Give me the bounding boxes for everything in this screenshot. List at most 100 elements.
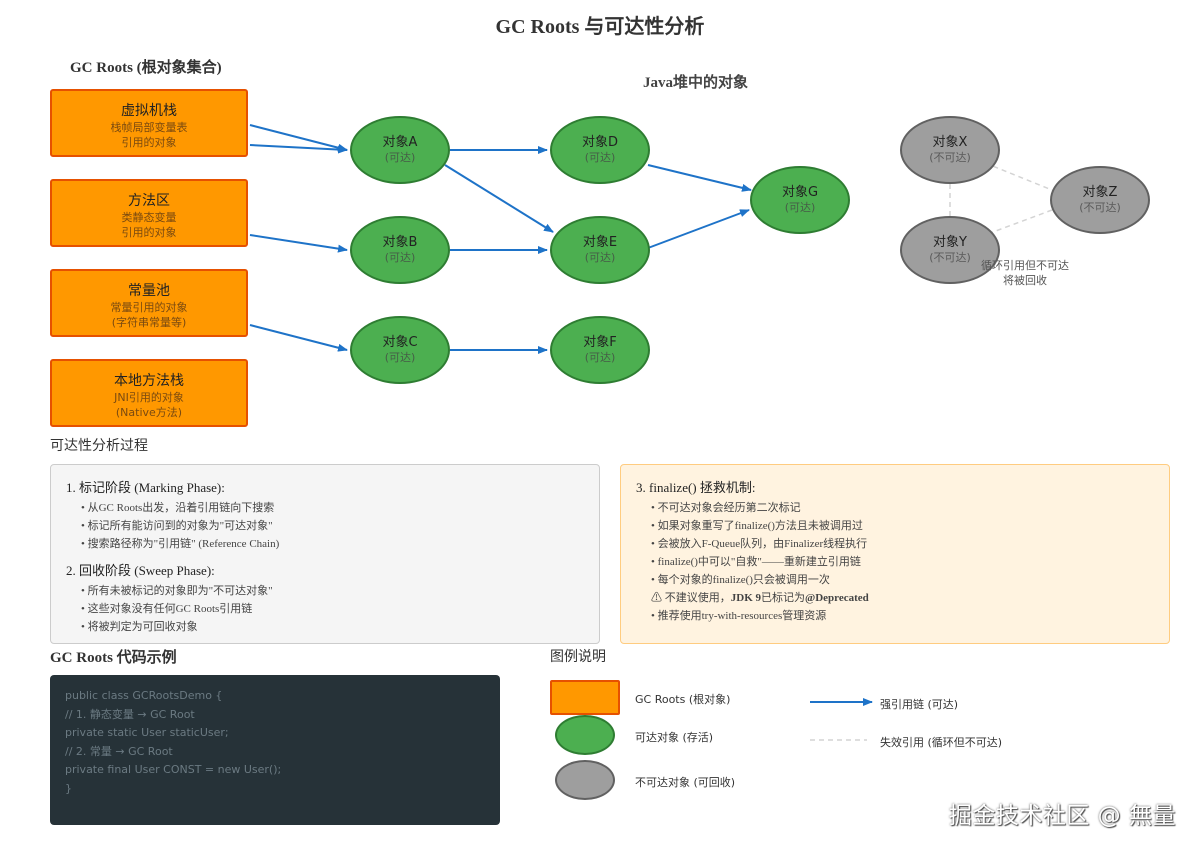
finalize-bullet: • 如果对象重写了finalize()方法且未被调用过 xyxy=(651,520,863,532)
warning-prefix: ⚠ 不建议使用， xyxy=(651,592,731,604)
invalid-edge-x-z xyxy=(984,162,1053,191)
root-subtitle: (字符串常量等) xyxy=(111,316,187,329)
object-state: (可达) xyxy=(584,251,616,264)
finalize-bullet: • 每个对象的finalize()只会被调用一次 xyxy=(651,574,830,586)
object-state: (可达) xyxy=(584,351,616,364)
sweep-bullet: • 这些对象没有任何GC Roots引用链 xyxy=(81,603,253,615)
root-title: 常量池 xyxy=(128,283,170,299)
code-line: public class GCRootsDemo { xyxy=(65,689,223,702)
object-a: 对象A (可达) xyxy=(350,116,450,184)
object-c: 对象C (可达) xyxy=(350,316,450,384)
marking-bullet: • 搜索路径称为"引用链" (Reference Chain) xyxy=(81,538,280,550)
object-name: 对象Z xyxy=(1082,185,1118,200)
object-name: 对象A xyxy=(382,135,418,150)
object-name: 对象C xyxy=(382,335,418,350)
root-constant-pool: 常量池 常量引用的对象 (字符串常量等) xyxy=(50,269,248,337)
marking-bullet: • 标记所有能访问到的对象为"可达对象" xyxy=(81,520,273,532)
edge-a-to-e xyxy=(444,164,554,233)
code-line: private static User staticUser; xyxy=(65,726,229,739)
object-name: 对象E xyxy=(582,235,618,250)
code-line: private final User CONST = new User(); xyxy=(65,763,282,776)
object-b: 对象B (可达) xyxy=(350,216,450,284)
code-section-title: GC Roots 代码示例 xyxy=(50,650,177,666)
legend-reachable-label: 可达对象 (存活) xyxy=(635,731,714,744)
legend-invalid-label: 失效引用 (循环但不可达) xyxy=(880,736,1003,749)
warning-jdk: JDK 9 xyxy=(730,592,761,604)
object-d: 对象D (可达) xyxy=(550,116,650,184)
code-line: } xyxy=(65,781,72,795)
watermark: 掘金技术社区 @ 無量 xyxy=(948,803,1176,829)
object-e: 对象E (可达) xyxy=(550,216,650,284)
process-section-title: 可达性分析过程 xyxy=(50,438,148,454)
object-name: 对象Y xyxy=(933,235,967,250)
edge-const-to-c xyxy=(249,324,348,352)
legend-reachable-swatch xyxy=(555,715,615,755)
legend-line-swatches xyxy=(810,698,873,741)
legend-section-title: 图例说明 xyxy=(550,649,606,665)
finalize-bullet: • 不可达对象会经历第二次标记 xyxy=(651,502,801,514)
object-state: (不可达) xyxy=(929,251,971,264)
marking-heading: 1. 标记阶段 (Marking Phase): xyxy=(66,480,225,495)
legend-unreachable-swatch xyxy=(555,760,615,800)
finalize-panel: 3. finalize() 拯救机制: • 不可达对象会经历第二次标记 • 如果… xyxy=(620,464,1170,644)
object-x: 对象X (不可达) xyxy=(900,116,1000,184)
edge-stack-to-a xyxy=(249,124,348,152)
code-line: // 1. 静态变量 → GC Root xyxy=(65,707,195,721)
edge-stack-to-a-2 xyxy=(249,144,348,154)
code-line: // 2. 常量 → GC Root xyxy=(65,744,173,758)
object-f: 对象F (可达) xyxy=(550,316,650,384)
cycle-note-line: 循环引用但不可达 xyxy=(981,259,1069,272)
object-state: (可达) xyxy=(384,351,416,364)
sweep-bullet: • 所有未被标记的对象即为"不可达对象" xyxy=(81,585,273,597)
sweep-heading: 2. 回收阶段 (Sweep Phase): xyxy=(66,563,215,578)
finalize-bullet: • 推荐使用try-with-resources管理资源 xyxy=(651,610,827,622)
legend-root-label: GC Roots (根对象) xyxy=(635,693,731,706)
edge-method-to-b xyxy=(249,234,348,253)
warning-deprecated: @Deprecated xyxy=(805,592,869,604)
deprecation-warning: ⚠ 不建议使用，JDK 9已标记为@Deprecated xyxy=(636,589,1169,607)
finalize-bullet: • 会被放入F-Queue队列，由Finalizer线程执行 xyxy=(651,538,868,550)
root-subtitle: 常量引用的对象 xyxy=(110,301,188,314)
object-state: (可达) xyxy=(584,151,616,164)
object-name: 对象D xyxy=(581,135,618,150)
root-vm-stack: 虚拟机栈 栈帧局部变量表 引用的对象 xyxy=(50,89,248,157)
object-state: (可达) xyxy=(384,251,416,264)
object-name: 对象G xyxy=(781,185,819,200)
object-state: (可达) xyxy=(384,151,416,164)
object-z: 对象Z (不可达) xyxy=(1050,166,1150,234)
object-state: (不可达) xyxy=(1079,201,1121,214)
marking-sweep-panel: 1. 标记阶段 (Marking Phase): • 从GC Roots出发，沿… xyxy=(50,464,600,644)
legend-unreachable-label: 不可达对象 (可回收) xyxy=(635,776,736,789)
finalize-heading: 3. finalize() 拯救机制: xyxy=(636,480,756,495)
object-g: 对象G (可达) xyxy=(750,166,850,234)
root-subtitle: 栈帧局部变量表 xyxy=(110,121,188,134)
root-method-area: 方法区 类静态变量 引用的对象 xyxy=(50,179,248,247)
object-state: (不可达) xyxy=(929,151,971,164)
legend-root-swatch xyxy=(550,680,620,715)
warning-mid: 已标记为 xyxy=(761,592,805,604)
root-title: 方法区 xyxy=(128,193,170,209)
root-title: 本地方法栈 xyxy=(114,373,184,389)
root-subtitle: 类静态变量 xyxy=(121,211,177,224)
sweep-bullet: • 将被判定为可回收对象 xyxy=(81,621,198,633)
root-subtitle: 引用的对象 xyxy=(121,136,177,149)
cycle-note-line: 将被回收 xyxy=(1003,274,1047,287)
roots-section-title: GC Roots (根对象集合) xyxy=(70,60,222,76)
root-subtitle: 引用的对象 xyxy=(121,226,177,239)
object-name: 对象B xyxy=(382,235,418,250)
object-name: 对象X xyxy=(932,135,968,150)
invalid-edge-z-y xyxy=(984,209,1053,236)
code-block: public class GCRootsDemo { // 1. 静态变量 → … xyxy=(50,675,500,825)
edge-e-to-g xyxy=(647,209,750,249)
edge-d-to-g xyxy=(647,164,752,192)
legend-strong-label: 强引用链 (可达) xyxy=(880,698,959,711)
root-subtitle: JNI引用的对象 xyxy=(114,391,184,404)
object-state: (可达) xyxy=(784,201,816,214)
root-native-stack: 本地方法栈 JNI引用的对象 (Native方法) xyxy=(50,359,248,427)
finalize-bullet: • finalize()中可以"自救"——重新建立引用链 xyxy=(651,556,861,568)
page-title: GC Roots 与可达性分析 xyxy=(495,16,705,38)
root-title: 虚拟机栈 xyxy=(121,103,177,119)
heap-section-title: Java堆中的对象 xyxy=(643,75,749,91)
marking-bullet: • 从GC Roots出发，沿着引用链向下搜索 xyxy=(81,502,275,514)
object-name: 对象F xyxy=(583,335,617,350)
